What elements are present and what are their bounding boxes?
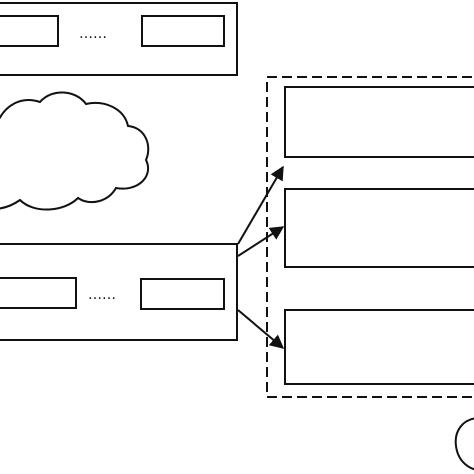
- bottom-ellipsis: ……: [88, 287, 116, 303]
- group-box-2: [284, 188, 474, 268]
- bottom-right-slot: [140, 278, 225, 310]
- arrow-to-box-3: [237, 309, 285, 349]
- group-box-3: [284, 309, 474, 385]
- top-right-slot: [141, 15, 225, 47]
- dashed-group: [266, 76, 474, 398]
- top-left-slot: [0, 15, 59, 47]
- group-box-1: [284, 86, 474, 158]
- partial-ellipse-shape: [454, 417, 474, 471]
- bottom-left-slot: [0, 277, 77, 309]
- arrows: [237, 165, 285, 349]
- bottom-container: ……: [0, 243, 238, 341]
- arrow-to-box-2: [237, 226, 285, 257]
- arrow-to-box-1: [237, 165, 284, 245]
- cloud-shape: [0, 91, 150, 211]
- top-container: ……: [0, 2, 238, 76]
- top-ellipsis: ……: [79, 26, 107, 42]
